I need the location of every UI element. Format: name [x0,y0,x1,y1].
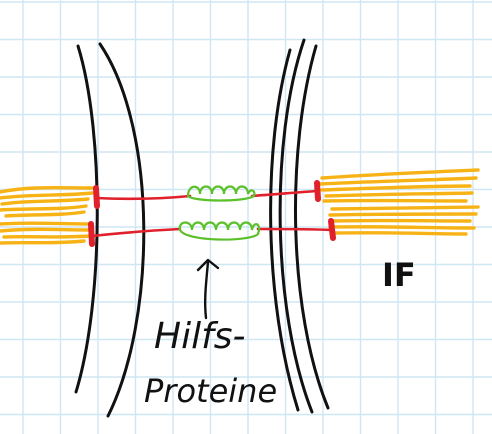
intermediate-filament-label: IF [382,256,416,294]
upper-linker-line [94,194,192,201]
left-filament-bundle [0,185,94,245]
right-membrane-line-2 [278,38,314,414]
left-membrane-inner-line [98,42,146,418]
left-membrane-outer-line [74,44,99,394]
upper-helper-coil [186,185,256,202]
right-upper-plaque [314,180,321,202]
helper-proteins [178,185,261,241]
left-upper-plaque [93,185,100,209]
right-membrane [269,38,330,414]
helper-proteins-label-line1: Hilfs- [154,316,246,357]
lower-linker-line-right [256,227,334,232]
linker-proteins [88,180,336,247]
helper-proteins-label-line2: Proteine [144,372,277,410]
pointer-arrow [196,258,220,320]
right-filament-bundle [318,168,480,236]
left-membrane [74,42,146,418]
lower-helper-coil [178,221,261,241]
lower-linker-line [90,227,182,238]
left-lower-plaque [88,221,95,247]
right-lower-plaque [328,218,336,241]
upper-linker-line-right [250,189,320,198]
right-membrane-line-1 [269,48,300,412]
